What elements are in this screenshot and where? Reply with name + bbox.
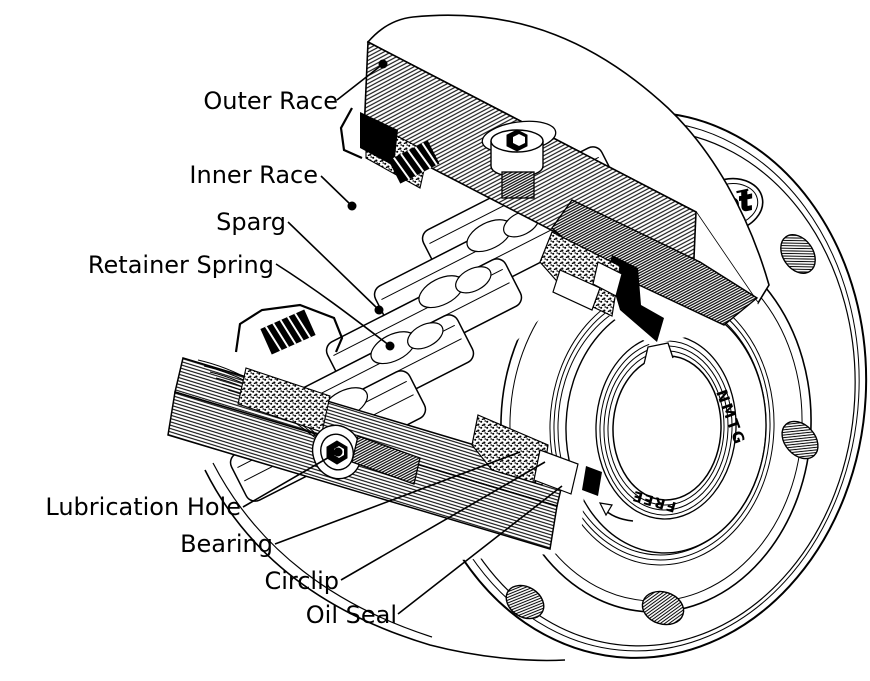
label-outer-race: Outer Race <box>203 87 338 115</box>
callout-dot <box>385 341 395 351</box>
thread-section <box>551 199 759 326</box>
callout-dots <box>333 59 395 457</box>
callout-dot <box>378 59 388 69</box>
leader-circlip <box>340 461 546 581</box>
bore-ring <box>607 350 725 506</box>
body-top-silhouette <box>366 14 770 305</box>
hex-socket-highlight <box>513 134 525 146</box>
bore-ring <box>599 340 733 516</box>
ring-brand-text: NMTG <box>712 387 749 448</box>
bolt-hole <box>781 420 819 460</box>
label-circlip: Circlip <box>264 567 339 595</box>
free-direction-arrow <box>598 502 634 522</box>
callout-labels: Outer Race Inner Race Sparg Retainer Spr… <box>45 87 397 629</box>
circlip-segment <box>582 466 602 496</box>
label-lubrication-hole: Lubrication Hole <box>45 493 241 521</box>
retainer-segment <box>592 261 623 297</box>
leader-lubrication-hole <box>242 451 339 508</box>
leader-oil-seal <box>397 485 563 615</box>
body-bottom-silhouette <box>204 462 566 662</box>
bolt-hole <box>505 584 545 620</box>
free-direction-text: FREE <box>630 487 678 515</box>
callout-dot <box>347 201 357 211</box>
label-oil-seal: Oil Seal <box>306 601 397 629</box>
coil-spring-lower <box>260 309 316 355</box>
screw-thread <box>501 171 535 199</box>
leader-sparg <box>287 221 380 311</box>
oil-seal-segment <box>533 449 579 495</box>
leader-bearing <box>274 451 521 545</box>
leader-retainer-spring <box>275 263 391 347</box>
label-retainer-spring: Retainer Spring <box>88 251 274 279</box>
cut-shadow <box>608 255 664 342</box>
shaft-bore <box>612 355 722 501</box>
spring-curl <box>407 322 444 350</box>
callout-dot <box>374 305 384 315</box>
lube-thread <box>351 435 421 485</box>
callout-leaders <box>242 63 563 615</box>
bolt-holes <box>505 234 819 626</box>
label-bearing: Bearing <box>180 530 273 558</box>
keyway <box>643 342 674 371</box>
bolt-hole <box>780 234 816 274</box>
retainer-wire-lower <box>234 303 344 353</box>
top-cap-screw <box>481 120 557 199</box>
bore-ring <box>603 345 729 511</box>
spring-curl <box>455 266 492 294</box>
label-sparg: Sparg <box>216 208 286 236</box>
coil-spring <box>388 140 440 184</box>
callout-dot <box>333 447 343 457</box>
label-inner-race: Inner Race <box>189 161 318 189</box>
lubrication-screw <box>311 424 421 485</box>
inner-race-section <box>167 303 602 550</box>
retainer-segment <box>552 269 601 311</box>
cut-shadow-left <box>360 112 398 166</box>
leader-outer-race <box>336 63 384 101</box>
retainer-wire <box>339 107 363 160</box>
bolt-hole <box>641 590 685 626</box>
leader-inner-race <box>320 175 353 207</box>
